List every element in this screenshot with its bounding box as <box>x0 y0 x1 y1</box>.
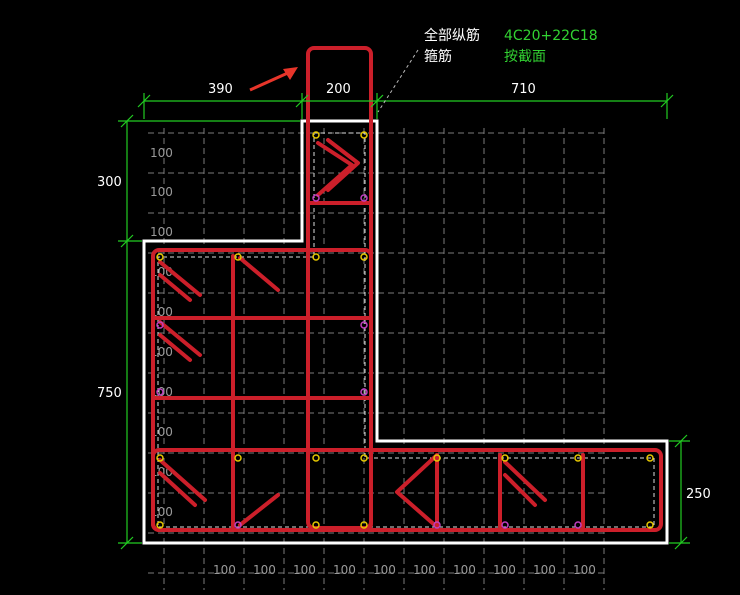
annotation-leader <box>377 49 419 113</box>
tie-top-chevron <box>316 141 354 197</box>
rebar-point[interactable] <box>433 454 441 462</box>
dim-top-390: 390 <box>208 82 233 97</box>
grid-label: 100 <box>493 563 516 577</box>
grid-label: 100 <box>213 563 236 577</box>
grid-label: 100 <box>150 305 173 319</box>
grid-label: 100 <box>150 185 173 199</box>
rebar-point[interactable] <box>312 521 320 529</box>
grid-label: 100 <box>413 563 436 577</box>
rebar-point[interactable] <box>360 253 368 261</box>
hook <box>158 333 192 362</box>
rebar-point[interactable] <box>646 521 654 529</box>
rebar-point[interactable] <box>360 194 368 202</box>
grid-label: 100 <box>150 225 173 239</box>
stirrup-value[interactable]: 按截面 <box>504 49 546 65</box>
rebar-point[interactable] <box>234 454 242 462</box>
rebar-point[interactable] <box>360 521 368 529</box>
grid-labels-bottom: 100 100 100 100 100 100 100 100 100 100 <box>213 563 596 577</box>
stirrup-web <box>306 46 373 530</box>
grid-label: 100 <box>253 563 276 577</box>
rebar-point[interactable] <box>312 194 320 202</box>
cover-line <box>157 132 655 528</box>
rebar-point[interactable] <box>156 388 164 396</box>
background-grid <box>148 128 606 590</box>
rebar-point[interactable] <box>156 454 164 462</box>
rebar-point[interactable] <box>234 253 242 261</box>
callout-arrow <box>249 67 298 92</box>
dim-right-250: 250 <box>686 487 711 502</box>
rebar-point[interactable] <box>312 131 320 139</box>
grid-label: 100 <box>333 563 356 577</box>
tie-diamond <box>395 453 439 529</box>
grid-label: 100 <box>150 146 173 160</box>
hook <box>158 260 202 297</box>
rebar-point[interactable] <box>156 321 164 329</box>
hook <box>158 458 207 502</box>
rebar-points[interactable] <box>156 131 654 529</box>
grid-label: 100 <box>573 563 596 577</box>
grid-label: 100 <box>150 345 173 359</box>
hook <box>158 471 197 507</box>
dim-left-300: 300 <box>97 175 122 190</box>
stirrup-bottom-band <box>151 448 663 532</box>
stirrup-label: 箍筋 <box>424 48 452 65</box>
grid-label: 100 <box>533 563 556 577</box>
rebar-point[interactable] <box>312 253 320 261</box>
grid-label: 100 <box>150 385 173 399</box>
rebar-point[interactable] <box>312 454 320 462</box>
grid-label: 100 <box>150 425 173 439</box>
longitudinal-rebar-label: 全部纵筋 <box>424 27 480 44</box>
rebar-point[interactable] <box>501 521 509 529</box>
hook <box>158 320 202 357</box>
section-outline[interactable] <box>142 119 669 545</box>
stirrup-outer-main <box>151 248 373 532</box>
grid-label: 100 <box>453 563 476 577</box>
rebar-point[interactable] <box>156 253 164 261</box>
rebar-point[interactable] <box>574 521 582 529</box>
dim-top-200: 200 <box>326 82 351 97</box>
dimension-lines <box>118 93 690 550</box>
rebar-point[interactable] <box>360 388 368 396</box>
rebar-point[interactable] <box>501 454 509 462</box>
rebar-point[interactable] <box>156 521 164 529</box>
rebar-point[interactable] <box>360 321 368 329</box>
tie-top-chevron-2 <box>326 138 360 192</box>
hook <box>238 493 280 527</box>
dim-left-750: 750 <box>97 386 122 401</box>
grid-label: 100 <box>373 563 396 577</box>
rebar-point[interactable] <box>433 521 441 529</box>
hook <box>238 256 280 292</box>
rebar-point[interactable] <box>360 454 368 462</box>
rebar-point[interactable] <box>360 131 368 139</box>
hook <box>503 473 537 507</box>
grid-label: 100 <box>150 505 173 519</box>
dim-top-710: 710 <box>511 82 536 97</box>
rebar-point[interactable] <box>574 454 582 462</box>
longitudinal-rebar-value[interactable]: 4C20+22C18 <box>504 28 598 44</box>
grid-label: 100 <box>293 563 316 577</box>
hook <box>158 273 192 302</box>
rebar-point[interactable] <box>234 521 242 529</box>
rebar-point[interactable] <box>646 454 654 462</box>
hook <box>503 460 547 502</box>
stirrups[interactable] <box>151 46 663 532</box>
